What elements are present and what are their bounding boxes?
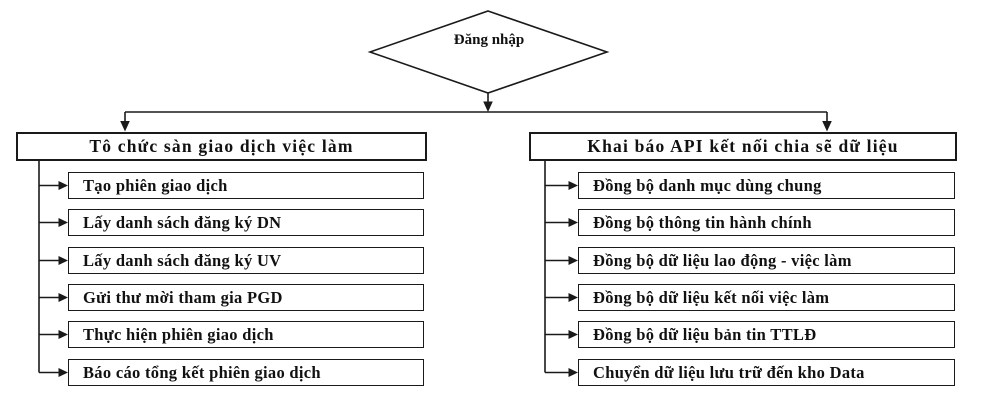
login-decision-node: Đăng nhập	[453, 32, 525, 48]
down-arrowhead	[120, 121, 130, 132]
flow-step: Gửi thư mời tham gia PGD	[68, 284, 424, 311]
flow-step: Tạo phiên giao dịch	[68, 172, 424, 199]
down-arrowhead	[822, 121, 832, 132]
flow-step: Đồng bộ dữ liệu lao động - việc làm	[578, 247, 955, 274]
right-branch-header: Khai báo API kết nối chia sẽ dữ liệu	[529, 132, 957, 161]
flow-step: Chuyển dữ liệu lưu trữ đến kho Data	[578, 359, 955, 386]
flow-step: Báo cáo tổng kết phiên giao dịch	[68, 359, 424, 386]
flow-step: Đồng bộ thông tin hành chính	[578, 209, 955, 236]
flow-step: Đồng bộ dữ liệu bản tin TTLĐ	[578, 321, 955, 348]
left-branch-connectors	[38, 161, 68, 377]
flow-step: Thực hiện phiên giao dịch	[68, 321, 424, 348]
flow-step: Lấy danh sách đăng ký DN	[68, 209, 424, 236]
flow-step: Đồng bộ dữ liệu kết nối việc làm	[578, 284, 955, 311]
flow-step: Đồng bộ danh mục dùng chung	[578, 172, 955, 199]
left-branch-header: Tô chức sàn giao dịch việc làm	[16, 132, 427, 161]
flow-step: Lấy danh sách đăng ký UV	[68, 247, 424, 274]
login-diamond-shape	[367, 10, 610, 94]
down-arrowhead	[483, 101, 493, 112]
right-branch-connectors	[544, 161, 578, 377]
